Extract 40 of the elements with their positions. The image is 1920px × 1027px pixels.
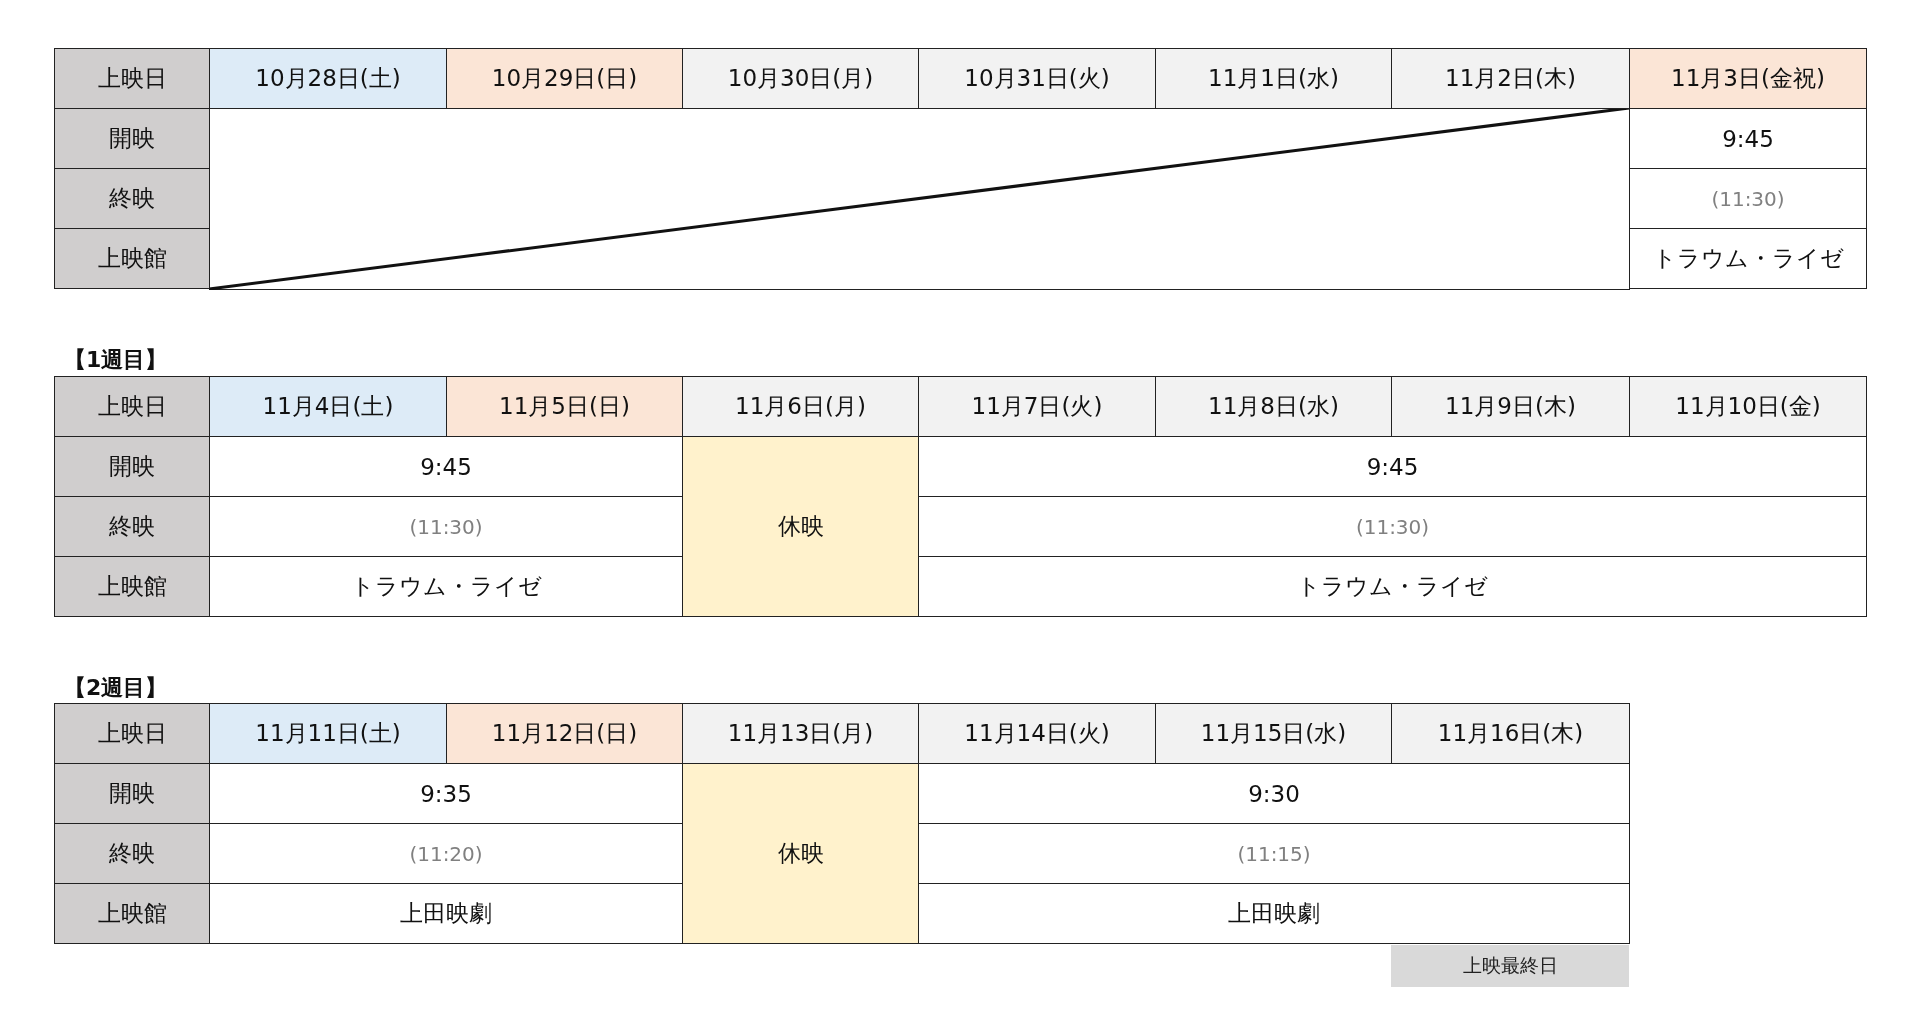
header-cell: 上映日 (54, 48, 210, 109)
section-heading: 【2週目】 (64, 674, 168, 702)
header-cell: 上映館 (54, 556, 210, 617)
date-cell: 10月31日(火) (918, 48, 1156, 109)
date-cell: 11月3日(金祝) (1629, 48, 1867, 109)
date-cell: 10月30日(月) (682, 48, 919, 109)
date-cell: 11月5日(日) (446, 376, 683, 437)
header-cell: 上映館 (54, 228, 210, 289)
date-cell: 11月9日(木) (1391, 376, 1630, 437)
venue-cell: トラウム・ライゼ (1629, 228, 1867, 289)
date-cell: 10月28日(土) (209, 48, 447, 109)
date-cell: 11月11日(土) (209, 703, 447, 764)
date-cell: 11月16日(木) (1391, 703, 1630, 764)
header-cell: 上映館 (54, 883, 210, 944)
header-cell: 終映 (54, 823, 210, 884)
date-cell: 11月10日(金) (1629, 376, 1867, 437)
closed-cell: 休映 (682, 763, 919, 944)
date-cell: 11月12日(日) (446, 703, 683, 764)
section-heading: 【1週目】 (64, 346, 168, 374)
date-cell: 11月7日(火) (918, 376, 1156, 437)
final-day-label: 上映最終日 (1391, 945, 1629, 987)
header-cell: 上映日 (54, 376, 210, 437)
venue-cell: トラウム・ライゼ (918, 556, 1867, 617)
header-cell: 終映 (54, 496, 210, 557)
closed-cell: 休映 (682, 436, 919, 617)
header-cell: 上映日 (54, 703, 210, 764)
date-cell: 11月1日(水) (1155, 48, 1392, 109)
date-cell: 11月6日(月) (682, 376, 919, 437)
date-cell: 11月14日(火) (918, 703, 1156, 764)
header-cell: 終映 (54, 168, 210, 229)
header-cell: 開映 (54, 763, 210, 824)
date-cell: 10月29日(日) (446, 48, 683, 109)
date-cell: 11月15日(水) (1155, 703, 1392, 764)
header-cell: 開映 (54, 436, 210, 497)
venue-cell: 上田映劇 (918, 883, 1630, 944)
date-cell: 11月8日(水) (1155, 376, 1392, 437)
header-cell: 開映 (54, 108, 210, 169)
date-cell: 11月2日(木) (1391, 48, 1630, 109)
date-cell: 11月13日(月) (682, 703, 919, 764)
date-cell: 11月4日(土) (209, 376, 447, 437)
